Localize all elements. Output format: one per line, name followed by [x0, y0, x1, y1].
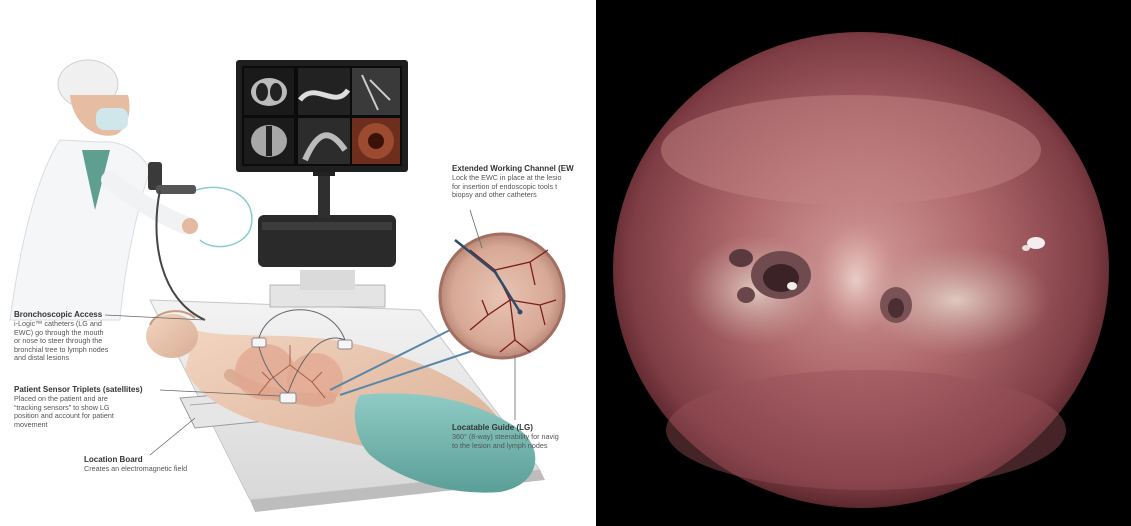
- callout-line: to the lesion and lymph nodes: [452, 442, 596, 451]
- navigation-system-illustration: Extended Working Channel (EW Lock the EW…: [0, 0, 596, 526]
- callout-extended-working-channel: Extended Working Channel (EW Lock the EW…: [452, 164, 596, 200]
- callout-line: biopsy and other catheters: [452, 191, 596, 200]
- callout-bronchoscopic-access: Bronchoscopic Access i-Logic™ catheters …: [14, 310, 144, 363]
- right-bronchus-orifice: [880, 287, 912, 323]
- callout-patient-sensor-triplets: Patient Sensor Triplets (satellites) Pla…: [14, 385, 164, 429]
- callout-location-board: Location Board Creates an electromagneti…: [84, 455, 234, 474]
- clinician: [10, 60, 252, 320]
- callout-line: movement: [14, 421, 164, 430]
- bronchoscopic-photo: [596, 0, 1131, 526]
- callout-line: Creates an electromagnetic field: [84, 465, 234, 474]
- callout-locatable-guide: Locatable Guide (LG) 360° (8-way) steera…: [452, 423, 596, 450]
- navigation-cart: [258, 168, 396, 307]
- navigation-monitor: [236, 60, 408, 172]
- callout-line: and distal lesions: [14, 354, 144, 363]
- endoscopic-view: [596, 0, 1131, 526]
